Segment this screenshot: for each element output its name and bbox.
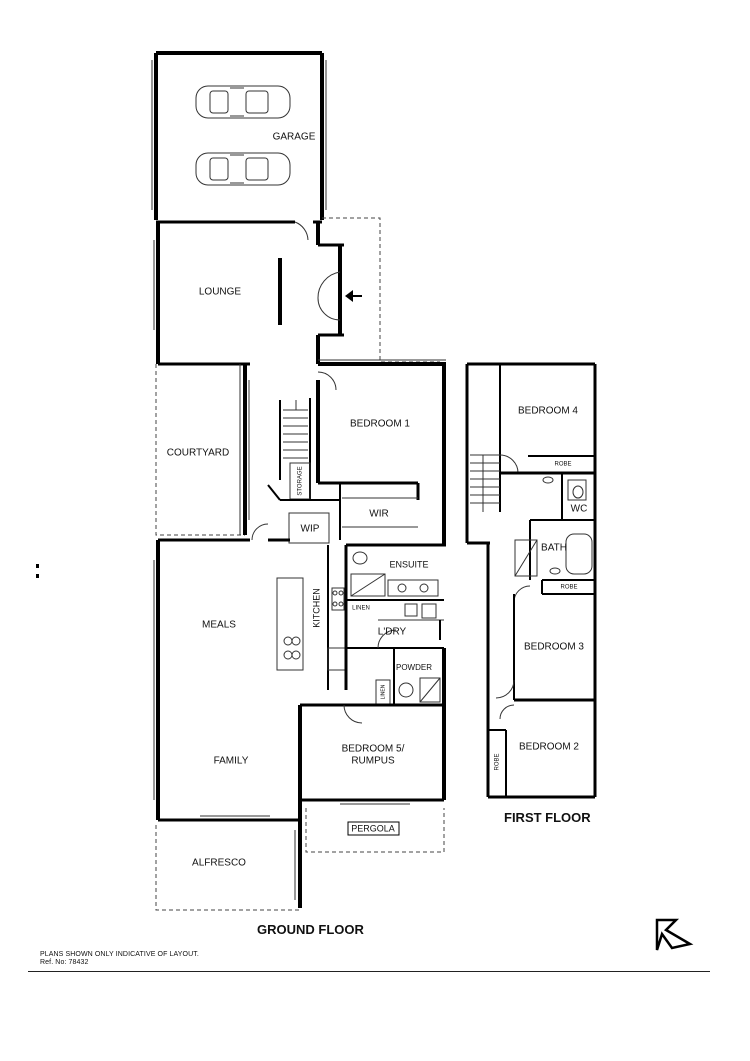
rumpus-label: RUMPUS [351,756,395,767]
wip-label: WIP [301,524,320,535]
alfresco-label: ALFRESCO [192,858,246,869]
lounge-label: LOUNGE [199,287,242,298]
robe-label: ROBE [554,462,571,468]
bath-label: BATH [541,543,567,554]
reference-number: Ref. No: 78432 [40,959,89,966]
car-icon [195,85,291,119]
bedroom4-label: BEDROOM 4 [518,406,578,417]
laundry-label: L'DRY [378,627,407,638]
disclaimer-text: PLANS SHOWN ONLY INDICATIVE OF LAYOUT. [40,951,199,958]
ground-floor-plan [36,51,446,911]
stairs [283,400,308,459]
kitchen-label: KITCHEN [311,588,321,628]
north-arrow-icon [655,918,694,951]
robe-label: ROBE [495,753,501,770]
ensuite-label: ENSUITE [389,559,428,569]
meals-label: MEALS [202,620,236,631]
bedroom1-label: BEDROOM 1 [350,419,410,430]
bedroom5-label: BEDROOM 5/ [342,744,405,755]
garage-area [151,51,327,220]
pergola-label-box [347,821,400,836]
ground-floor-title: GROUND FLOOR [257,922,364,937]
storage-label: STORAGE [298,466,304,495]
wir-label: WIR [369,509,388,520]
entry-arrow-icon [345,290,362,302]
linen-label: LINEN [352,606,370,612]
first-floor-title: FIRST FLOOR [504,810,591,825]
bedroom3-label: BEDROOM 3 [524,642,584,653]
courtyard-label: COURTYARD [167,448,229,459]
robe-label: ROBE [560,585,577,591]
first-floor-plan [465,362,597,799]
linen-label: LINEN [380,684,386,699]
footer-divider [28,971,710,972]
bedroom2-label: BEDROOM 2 [519,742,579,753]
family-label: FAMILY [214,756,249,767]
wc-label: WC [571,504,588,515]
pergola-label: PERGOLA [351,823,395,833]
garage-label: GARAGE [273,132,316,143]
car-icon [195,152,291,186]
powder-label: POWDER [396,663,432,672]
